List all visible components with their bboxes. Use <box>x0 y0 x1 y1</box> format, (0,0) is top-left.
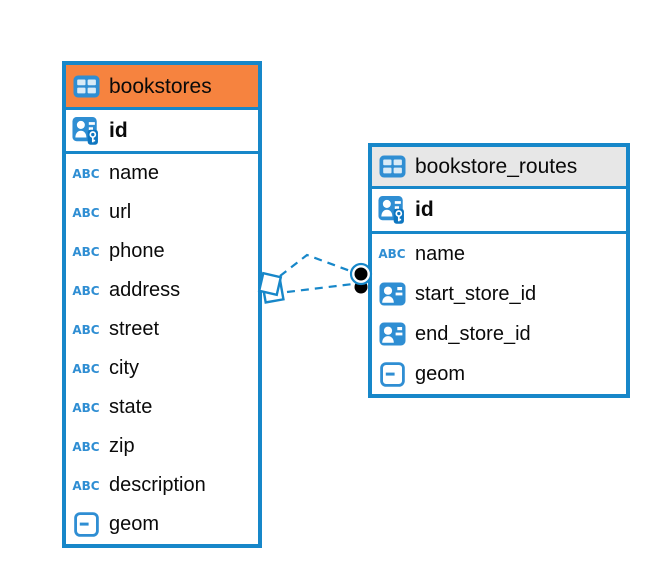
table-title: bookstores <box>109 74 212 98</box>
relationship-line[interactable] <box>279 253 354 277</box>
column-name-label: id <box>109 118 128 142</box>
column-name-label: start_store_id <box>415 282 537 305</box>
column-name-label: city <box>109 357 139 379</box>
column-name-label: end_store_id <box>415 322 531 345</box>
text-type-icon: ABC <box>72 322 100 337</box>
column-row-zip[interactable]: ABC zip <box>66 427 258 466</box>
column-name-label: id <box>415 198 434 221</box>
column-name-label: zip <box>109 435 135 457</box>
table-header-bookstores[interactable]: bookstores <box>66 65 258 110</box>
column-row-id[interactable]: id <box>66 110 258 154</box>
column-row-id[interactable]: id <box>372 189 626 234</box>
column-row-street[interactable]: ABC street <box>66 310 258 349</box>
geometry-type-icon <box>378 362 406 387</box>
column-name-label: geom <box>415 362 466 385</box>
column-row-url[interactable]: ABC url <box>66 193 258 232</box>
column-row-description[interactable]: ABC description <box>66 466 258 505</box>
table-card-bookstores[interactable]: bookstores id ABC name ABC url ABC phone… <box>62 61 262 548</box>
text-type-icon: ABC <box>72 166 100 181</box>
column-row-city[interactable]: ABC city <box>66 349 258 388</box>
table-card-bookstore-routes[interactable]: bookstore_routes id ABC name start_store… <box>368 143 630 398</box>
column-row-name[interactable]: ABC name <box>372 234 626 274</box>
column-name-label: street <box>109 318 160 340</box>
text-type-icon: ABC <box>72 400 100 415</box>
column-row-geom[interactable]: geom <box>372 354 626 394</box>
column-name-label: geom <box>109 513 160 535</box>
primary-key-icon <box>72 116 100 146</box>
column-row-start-store-id[interactable]: start_store_id <box>372 274 626 314</box>
column-row-name[interactable]: ABC name <box>66 154 258 193</box>
text-type-icon: ABC <box>72 205 100 220</box>
reference-type-icon <box>378 282 406 306</box>
column-row-state[interactable]: ABC state <box>66 388 258 427</box>
column-name-label: phone <box>109 240 165 262</box>
text-type-icon: ABC <box>72 244 100 259</box>
text-type-icon: ABC <box>72 361 100 376</box>
text-type-icon: ABC <box>378 247 406 261</box>
column-row-end-store-id[interactable]: end_store_id <box>372 314 626 354</box>
column-name-label: url <box>109 201 132 223</box>
geometry-type-icon <box>72 512 100 537</box>
column-row-geom[interactable]: geom <box>66 505 258 544</box>
relationship-squares-marker <box>257 271 285 304</box>
column-name-label: name <box>415 242 466 265</box>
table-title: bookstore_routes <box>415 155 578 178</box>
relationship-connector[interactable] <box>257 253 373 304</box>
text-type-icon: ABC <box>72 478 100 493</box>
column-name-label: name <box>109 162 160 184</box>
column-name-label: state <box>109 396 153 418</box>
table-header-bookstore-routes[interactable]: bookstore_routes <box>372 147 626 189</box>
text-type-icon: ABC <box>72 283 100 298</box>
column-row-address[interactable]: ABC address <box>66 271 258 310</box>
reference-type-icon <box>378 322 406 346</box>
table-icon <box>378 155 406 178</box>
text-type-icon: ABC <box>72 439 100 454</box>
relationship-line[interactable] <box>286 282 354 294</box>
column-row-phone[interactable]: ABC phone <box>66 232 258 271</box>
column-name-label: description <box>109 474 206 496</box>
column-name-label: address <box>109 279 181 301</box>
table-icon <box>72 75 100 98</box>
primary-key-icon <box>378 195 406 225</box>
